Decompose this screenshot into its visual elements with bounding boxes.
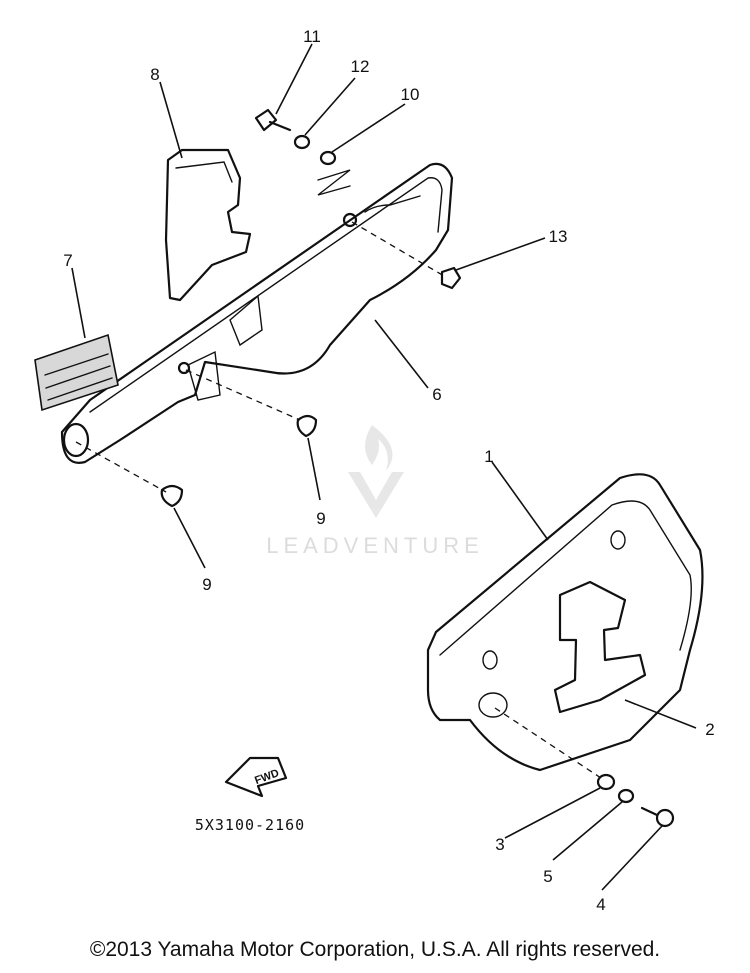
callout-13: 13 xyxy=(549,227,568,246)
assembly-line-13 xyxy=(351,221,445,277)
callout-1: 1 xyxy=(484,447,493,466)
side-cover-bracket xyxy=(60,162,454,464)
nut-13 xyxy=(440,266,462,290)
watermark-text: LEADVENTURE xyxy=(266,533,484,558)
callout-11: 11 xyxy=(303,27,321,46)
callout-4: 4 xyxy=(596,895,605,914)
assembly-line-9a xyxy=(185,369,301,421)
washer-3 xyxy=(596,773,616,791)
callout-9-right: 9 xyxy=(316,509,325,528)
leader-lines xyxy=(71,43,697,891)
screw-4 xyxy=(640,806,675,828)
watermark-logo xyxy=(348,425,404,518)
callout-10: 10 xyxy=(401,85,420,104)
grommet-9-right xyxy=(296,414,318,438)
bolt-11 xyxy=(254,108,292,132)
assembly-line-3 xyxy=(494,707,605,781)
washer-5 xyxy=(617,788,635,804)
copyright-notice: ©2013 Yamaha Motor Corporation, U.S.A. A… xyxy=(89,938,661,961)
callout-6: 6 xyxy=(432,385,441,404)
callout-7: 7 xyxy=(63,251,72,270)
fastener-bracket-line xyxy=(317,169,351,196)
callout-8: 8 xyxy=(150,65,159,84)
grommet-9-left xyxy=(160,484,184,508)
callout-3: 3 xyxy=(495,835,504,854)
callout-2: 2 xyxy=(705,720,714,739)
number-plate-cover xyxy=(426,473,704,772)
heat-shield-plate xyxy=(164,148,252,302)
washer-12 xyxy=(293,134,311,150)
fwd-arrow-icon: FWD xyxy=(224,756,288,798)
washer-10 xyxy=(319,150,337,166)
assembly-line-9b xyxy=(75,441,167,493)
callout-12: 12 xyxy=(351,57,370,76)
callout-9-left: 9 xyxy=(202,575,211,594)
callout-5: 5 xyxy=(543,867,552,886)
part-code: 5X3100-2160 xyxy=(195,816,305,834)
warning-label xyxy=(34,333,119,412)
